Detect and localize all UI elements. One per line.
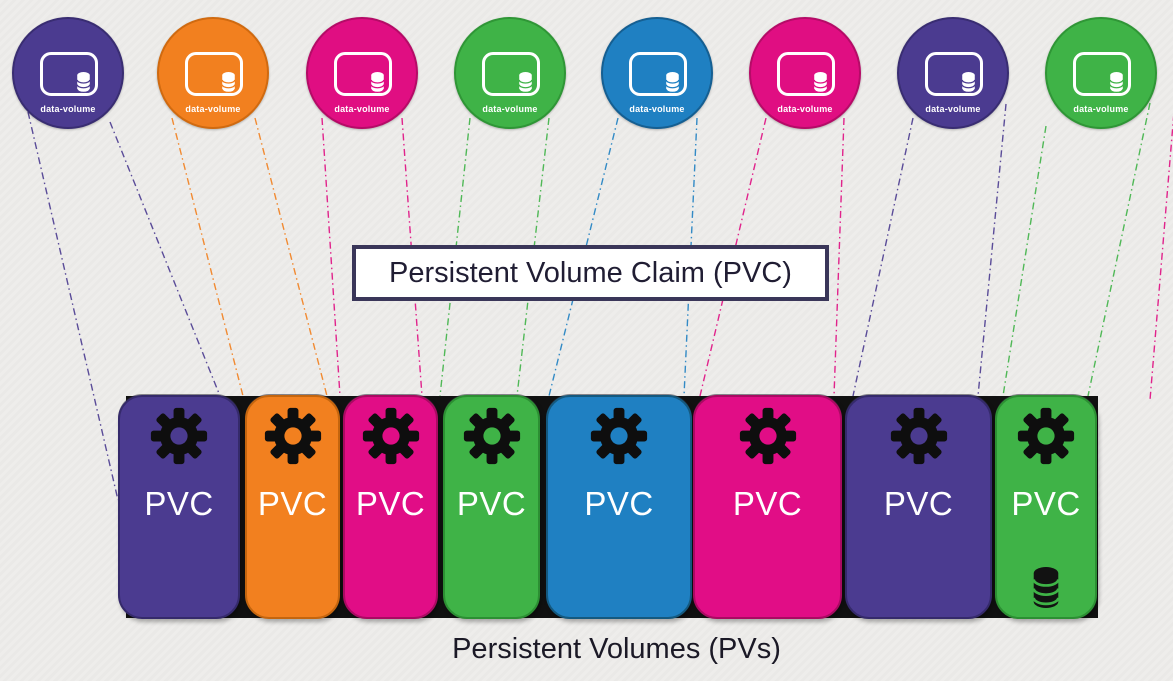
gear-icon (463, 407, 521, 465)
pvc-card: PVC (245, 395, 340, 619)
data-volume-circle: data-volume (12, 17, 124, 129)
volume-outline-icon (925, 52, 983, 96)
connector-line (171, 117, 244, 397)
volume-outline-icon (40, 52, 98, 96)
volume-outline-icon (629, 52, 687, 96)
connector-line (977, 103, 1007, 397)
gear-icon (362, 407, 420, 465)
pvc-card: PVC (845, 395, 992, 619)
data-volume-label: data-volume (777, 104, 833, 114)
pvc-label: PVC (883, 485, 954, 522)
volume-outline-icon (334, 52, 392, 96)
connector-line (1002, 125, 1047, 397)
database-icon (1030, 565, 1063, 610)
volume-outline-icon (482, 52, 540, 96)
connector-line (321, 117, 341, 397)
data-volume-circle: data-volume (749, 17, 861, 129)
database-icon (1108, 71, 1125, 94)
connector-line (1087, 102, 1151, 397)
connector-line (254, 117, 328, 397)
data-volume-label: data-volume (40, 104, 96, 114)
pvc-label: PVC (144, 485, 214, 522)
data-volume-circle: data-volume (1045, 17, 1157, 129)
gear-icon (590, 407, 648, 465)
pvc-card: PVC (693, 395, 842, 619)
gear-icon (890, 407, 948, 465)
data-volume-label: data-volume (482, 104, 538, 114)
connector-line (109, 121, 221, 397)
pvc-label: PVC (456, 485, 527, 522)
gear-icon (264, 407, 322, 465)
pv-footer-label: Persistent Volumes (PVs) (452, 633, 781, 665)
data-volume-label: data-volume (185, 104, 241, 114)
database-icon (369, 71, 386, 94)
gear-icon (1017, 407, 1075, 465)
data-volume-circle: data-volume (897, 17, 1009, 129)
volume-outline-icon (1073, 52, 1131, 96)
database-icon (812, 71, 829, 94)
data-volume-circle: data-volume (306, 17, 418, 129)
connector-line (852, 117, 914, 397)
data-volume-circle: data-volume (601, 17, 713, 129)
connector-line (833, 117, 845, 397)
pvc-card: PVC (995, 395, 1097, 619)
database-icon (960, 71, 977, 94)
gear-icon (150, 407, 208, 465)
data-volume-label: data-volume (334, 104, 390, 114)
pvc-title-box: Persistent Volume Claim (PVC) (352, 245, 829, 301)
gear-icon (739, 407, 797, 465)
data-volume-circle: data-volume (454, 17, 566, 129)
pvc-card: PVC (118, 395, 240, 619)
pvc-title: Persistent Volume Claim (PVC) (389, 256, 792, 289)
database-icon (664, 71, 681, 94)
pvc-label: PVC (257, 485, 328, 522)
database-icon (75, 71, 92, 94)
pvc-label: PVC (1011, 485, 1081, 522)
database-icon (220, 71, 237, 94)
data-volume-label: data-volume (629, 104, 685, 114)
volume-outline-icon (777, 52, 835, 96)
pvc-card: PVC (443, 395, 540, 619)
pvc-label: PVC (584, 485, 654, 522)
pvc-label: PVC (732, 485, 803, 522)
data-volume-circle: data-volume (157, 17, 269, 129)
pvc-card: PVC (546, 395, 692, 619)
connector-line (27, 111, 119, 501)
data-volume-label: data-volume (1073, 104, 1129, 114)
database-icon (517, 71, 534, 94)
connector-line (1149, 115, 1173, 401)
data-volume-label: data-volume (925, 104, 981, 114)
pvc-label: PVC (355, 485, 426, 522)
volume-outline-icon (185, 52, 243, 96)
pvc-card: PVC (343, 395, 438, 619)
